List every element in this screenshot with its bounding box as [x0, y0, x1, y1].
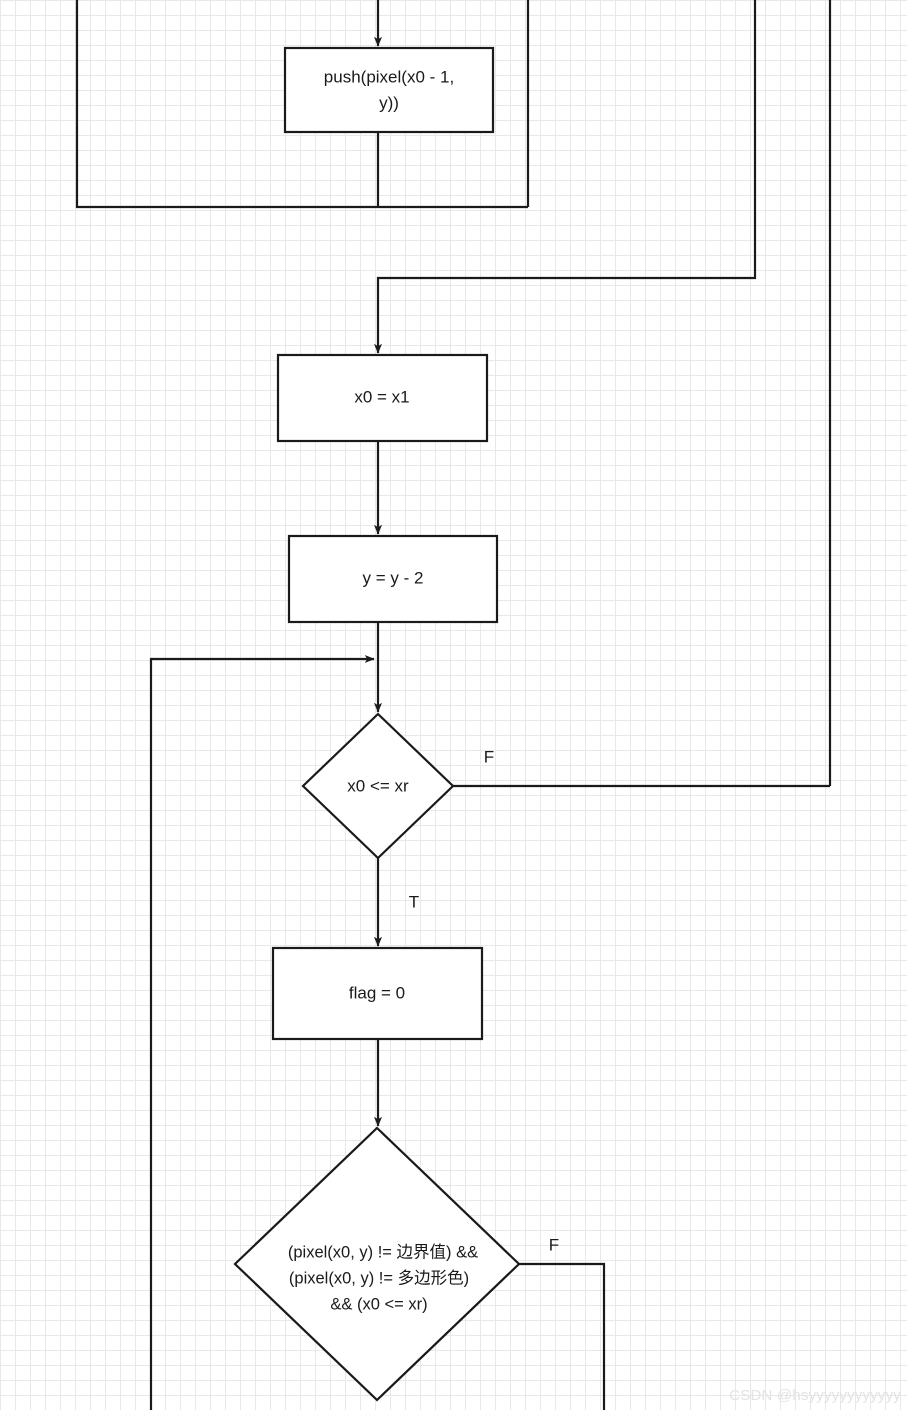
node-decision-boundary-condition-line-2: (pixel(x0, y) != 多边形色) [289, 1268, 469, 1287]
node-flag-zero[interactable]: flag = 0 [271, 946, 484, 1041]
node-decision-boundary-condition[interactable]: (pixel(x0, y) != 边界值) && (pixel(x0, y) !… [233, 1126, 521, 1402]
edge-label-x0lexr-false: F [484, 747, 494, 766]
edge-label-bigcond-false: F [549, 1235, 559, 1254]
node-push-pixel-line-2: y)) [379, 93, 399, 112]
edge-bigcond-false [519, 1262, 606, 1410]
node-decision-x0-le-xr-label: x0 <= xr [347, 776, 409, 795]
edge-loopback-left-to-x0lexr [149, 655, 375, 1410]
edge-label-x0lexr-true: T [409, 892, 419, 911]
node-x0-assign-x1-label: x0 = x1 [354, 387, 409, 406]
node-push-pixel[interactable]: push(pixel(x0 - 1, y)) [283, 46, 495, 134]
node-y-minus-2-label: y = y - 2 [363, 568, 424, 587]
node-push-pixel-line-1: push(pixel(x0 - 1, [324, 67, 454, 86]
node-y-minus-2[interactable]: y = y - 2 [287, 534, 499, 624]
node-decision-boundary-condition-line-3: && (x0 <= xr) [330, 1295, 427, 1313]
csdn-watermark: CSDN @hsyyyyyyyyyyyy [729, 1387, 901, 1404]
node-decision-x0-le-xr[interactable]: x0 <= xr [301, 712, 455, 860]
node-x0-assign-x1[interactable]: x0 = x1 [276, 353, 489, 443]
node-decision-boundary-condition-line-1: (pixel(x0, y) != 边界值) && [288, 1242, 478, 1261]
edge-return-to-x0eqx1 [374, 0, 757, 354]
node-flag-zero-label: flag = 0 [349, 983, 405, 1002]
